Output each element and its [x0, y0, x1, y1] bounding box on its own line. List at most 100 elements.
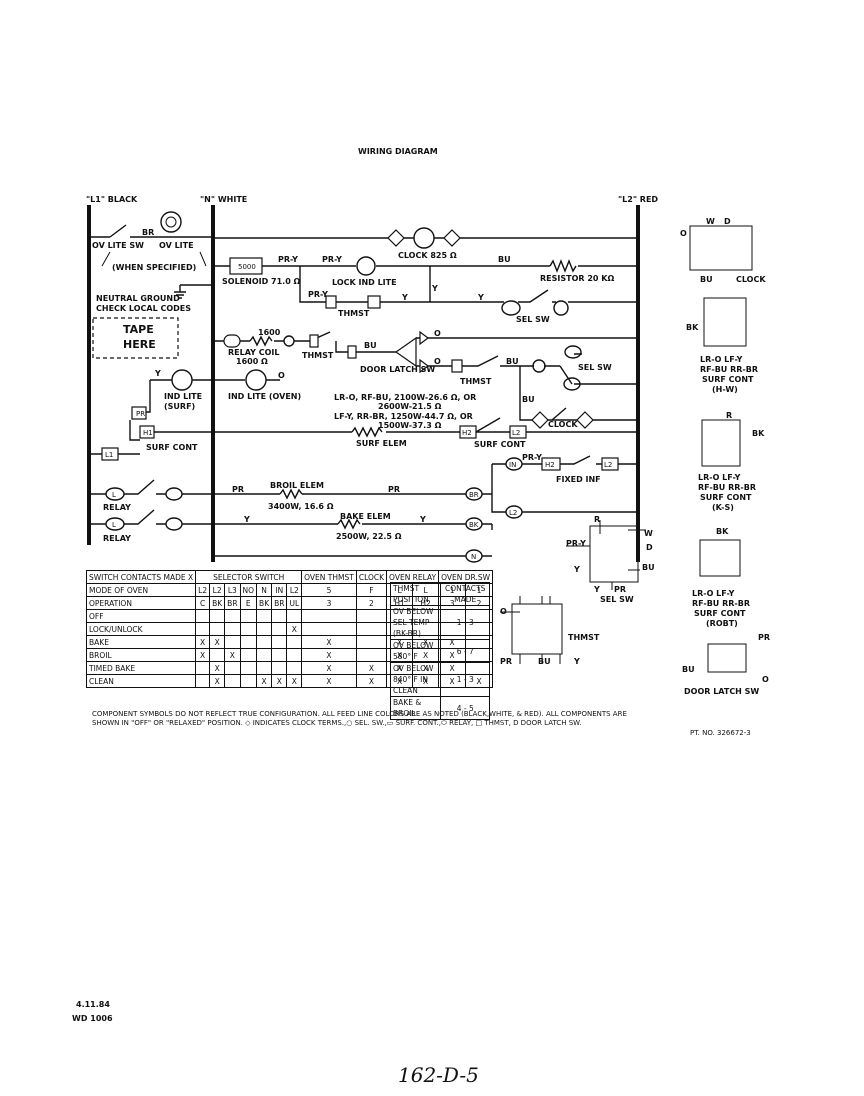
- table-cell: [239, 635, 258, 649]
- table-cell: UL: [286, 596, 303, 610]
- table-cell: L2: [209, 583, 226, 597]
- svg-text:D: D: [646, 543, 653, 552]
- svg-text:THMST: THMST: [460, 377, 492, 386]
- table-cell: [286, 661, 303, 675]
- table-cell: 2: [355, 596, 388, 610]
- table-cell: [239, 661, 258, 675]
- svg-text:SEL SW: SEL SW: [516, 315, 550, 324]
- table-cell: 5: [301, 583, 357, 597]
- table-header-cell: SWITCH CONTACTS MADE X: [85, 570, 197, 584]
- door-latch-sw-detail: PR BU O DOOR LATCH SW: [682, 633, 770, 696]
- svg-text:O: O: [278, 371, 285, 380]
- svg-text:BR: BR: [142, 228, 154, 237]
- tape-here-box: [92, 317, 179, 359]
- table-cell: X: [301, 635, 357, 649]
- clock-circuit: CLOCK 825 Ω: [213, 227, 638, 260]
- table-cell: [271, 635, 288, 649]
- table-header-cell: CLOCK: [355, 570, 388, 584]
- svg-text:BU: BU: [538, 657, 551, 666]
- svg-text:Y: Y: [401, 293, 408, 302]
- svg-text:LR-O LF-Y: LR-O LF-Y: [700, 355, 743, 364]
- svg-text:BU: BU: [522, 395, 535, 404]
- svg-text:RF-BU RR-BR: RF-BU RR-BR: [692, 599, 750, 608]
- table-cell: [355, 648, 388, 662]
- table-cell: X: [209, 635, 226, 649]
- svg-text:CLOCK: CLOCK: [548, 420, 578, 429]
- svg-text:PR: PR: [136, 410, 145, 418]
- table-cell: [256, 661, 273, 675]
- svg-text:SOLENOID 71.0 Ω: SOLENOID 71.0 Ω: [222, 277, 301, 286]
- svg-text:H1: H1: [143, 429, 153, 437]
- svg-text:BU: BU: [642, 563, 655, 572]
- svg-text:1500W-37.3 Ω: 1500W-37.3 Ω: [378, 421, 442, 430]
- oven-light-circuit: BR OV LITE SW OV LITE (WHEN SPECIFIED): [89, 211, 213, 272]
- surf-cont-hw-detail: BK LR-O LF-Y RF-BU RR-BR SURF CONT (H-W): [686, 297, 758, 394]
- svg-text:PR: PR: [232, 485, 244, 494]
- footer-note-1: COMPONENT SYMBOLS DO NOT REFLECT TRUE CO…: [92, 710, 627, 718]
- table-cell: OV BELOW 580° F: [389, 639, 442, 663]
- table-cell: [224, 635, 241, 649]
- ov-lite-label: OV LITE: [159, 241, 194, 250]
- svg-text:LF-Y, RR-BR, 1250W-44.7 Ω, OR: LF-Y, RR-BR, 1250W-44.7 Ω, OR: [334, 412, 473, 421]
- table-cell: X: [271, 674, 288, 688]
- thmst-contacts-table: THMST POSITION CONTACTS MADE OV BELOW SE…: [389, 582, 490, 720]
- table-cell: X: [301, 661, 357, 675]
- svg-text:CLOCK 825 Ω: CLOCK 825 Ω: [398, 251, 457, 260]
- svg-text:PR-Y: PR-Y: [308, 290, 328, 299]
- svg-text:1600 Ω: 1600 Ω: [236, 357, 268, 366]
- table-cell: [286, 635, 303, 649]
- table-cell: [256, 635, 273, 649]
- table-cell: [224, 661, 241, 675]
- table-cell: X: [286, 674, 303, 688]
- table-header-cell: SELECTOR SWITCH: [195, 570, 303, 584]
- table-cell: [256, 648, 273, 662]
- table-cell: BK: [256, 596, 273, 610]
- svg-text:PR: PR: [388, 485, 400, 494]
- svg-text:PR-Y: PR-Y: [566, 539, 586, 548]
- table-cell: X: [301, 648, 357, 662]
- svg-text:L2: L2: [604, 461, 612, 469]
- svg-text:THMST: THMST: [338, 309, 370, 318]
- table-cell: [209, 648, 226, 662]
- svg-text:1600: 1600: [258, 328, 281, 337]
- surf-cont-ks-detail: R BK LR-O LF-Y RF-BU RR-BR SURF CONT (K-…: [698, 411, 765, 512]
- svg-text:Y: Y: [419, 515, 426, 524]
- svg-text:2600W-21.5 Ω: 2600W-21.5 Ω: [378, 402, 442, 411]
- ov-lite-sw-label: OV LITE SW: [92, 241, 144, 250]
- table-cell: X: [224, 648, 241, 662]
- svg-text:BK: BK: [716, 527, 729, 536]
- svg-text:3400W, 16.6 Ω: 3400W, 16.6 Ω: [268, 502, 334, 511]
- svg-text:PR-Y: PR-Y: [322, 255, 342, 264]
- table-cell: 1 - 3: [440, 605, 490, 640]
- table-row: OFF: [85, 609, 494, 623]
- table-cell: [195, 622, 211, 636]
- table-cell: [239, 674, 258, 688]
- table-cell: CLEAN: [85, 674, 197, 688]
- svg-text:BK: BK: [686, 323, 699, 332]
- table-cell: L2: [195, 583, 211, 597]
- svg-text:LR-O LF-Y: LR-O LF-Y: [692, 589, 735, 598]
- table-cell: [355, 609, 388, 623]
- clock-detail: W D O BU CLOCK: [680, 217, 766, 284]
- svg-text:N: N: [471, 553, 476, 561]
- table-header-cell: CONTACTS MADE: [440, 582, 490, 606]
- svg-text:SURF CONT: SURF CONT: [700, 493, 752, 502]
- table-cell: N: [256, 583, 273, 597]
- table-cell: 6 - 7: [440, 639, 490, 663]
- thmst-sel-line: PR-Y THMST Y Y SEL SW: [299, 266, 638, 324]
- svg-text:PR: PR: [614, 585, 626, 594]
- table-cell: OPERATION: [85, 596, 197, 610]
- table-cell: BAKE & BROIL: [389, 696, 442, 720]
- svg-text:PR: PR: [758, 633, 770, 642]
- svg-text:RF-BU RR-BR: RF-BU RR-BR: [700, 365, 758, 374]
- table-cell: [286, 648, 303, 662]
- svg-text:O: O: [434, 329, 441, 338]
- table-cell: OV BELOW SEL TEMP (BK-BR): [389, 605, 442, 640]
- svg-text:SURF ELEM: SURF ELEM: [356, 439, 407, 448]
- svg-text:D: D: [724, 217, 731, 226]
- svg-text:(SURF): (SURF): [164, 402, 195, 411]
- table-cell: 3: [301, 596, 357, 610]
- svg-text:RELAY: RELAY: [103, 503, 131, 512]
- surf-cont-robt-detail: BK LR-O LF-Y RF-BU RR-BR SURF CONT (ROBT…: [692, 527, 750, 628]
- table-cell: 1 - 3: [440, 662, 490, 697]
